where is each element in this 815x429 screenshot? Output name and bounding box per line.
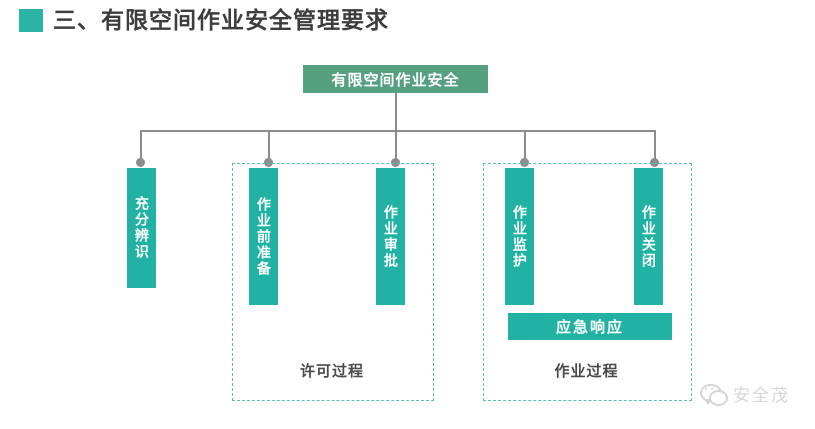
connector-drop-2 <box>268 131 270 162</box>
page-header: 三、有限空间作业安全管理要求 <box>0 0 815 46</box>
node-label-work-closure: 作业关闭 <box>640 204 657 269</box>
root-node-box: 有限空间作业安全 <box>303 65 488 93</box>
connector-dot-1 <box>136 158 145 167</box>
watermark-text: 安全茂 <box>733 386 790 405</box>
group-container-permit-process <box>232 163 434 401</box>
connector-dot-3 <box>391 158 400 167</box>
header-bullet-square <box>19 9 43 32</box>
wechat-logo-icon <box>700 383 728 406</box>
node-box-work-supervision: 作业监护 <box>505 168 534 305</box>
connector-root-vertical <box>395 93 397 131</box>
node-label-pre-work-preparation: 作业前准备 <box>255 196 272 277</box>
node-box-full-identification: 充分辨识 <box>127 168 156 288</box>
connector-drop-3 <box>395 131 397 162</box>
node-label-full-identification: 充分辨识 <box>133 196 150 260</box>
page-title: 三、有限空间作业安全管理要求 <box>53 7 389 33</box>
group-label-work-process: 作业过程 <box>554 363 619 380</box>
watermark: 安全茂 <box>700 381 790 406</box>
node-box-work-closure: 作业关闭 <box>634 168 663 305</box>
node-label-work-supervision: 作业监护 <box>511 204 528 269</box>
root-node-label: 有限空间作业安全 <box>331 71 460 89</box>
group-container-work-process <box>483 163 692 401</box>
node-label-emergency-response: 应急响应 <box>555 319 624 336</box>
node-label-work-approval: 作业审批 <box>382 204 399 269</box>
node-box-pre-work-preparation: 作业前准备 <box>249 168 278 305</box>
connector-dot-5 <box>650 158 659 167</box>
node-bar-emergency-response: 应急响应 <box>508 313 672 340</box>
connector-dot-2 <box>264 158 273 167</box>
connector-drop-4 <box>524 131 526 162</box>
connector-drop-1 <box>140 131 142 162</box>
group-label-permit-process: 许可过程 <box>299 363 364 380</box>
connector-horizontal-bus <box>140 130 656 132</box>
connector-drop-5 <box>654 131 656 162</box>
connector-dot-4 <box>520 158 529 167</box>
node-box-work-approval: 作业审批 <box>376 168 405 305</box>
